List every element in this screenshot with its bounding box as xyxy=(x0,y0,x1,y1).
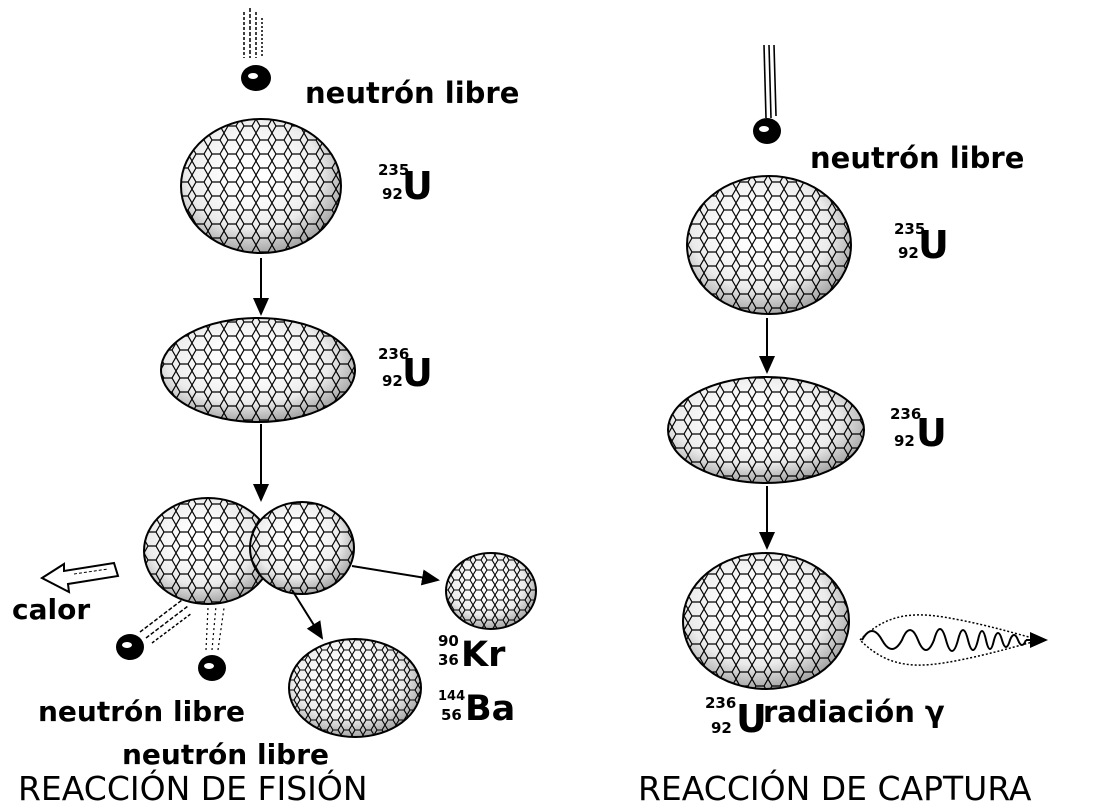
u235-atomic-number: 92 xyxy=(382,185,403,203)
fission-column: neutrón libre 235 92 U 236 92 U xyxy=(12,8,537,808)
capture-title: REACCIÓN DE CAPTURA xyxy=(638,768,1032,808)
splitting-nucleus xyxy=(143,497,355,605)
ejected-neutron-label-1: neutrón libre xyxy=(38,695,245,728)
incoming-neutron-streak xyxy=(243,8,263,58)
capture-u235-atomic-number: 92 xyxy=(898,244,919,262)
capture-u236b-mass-number: 236 xyxy=(705,694,736,712)
capture-u236-excited-isotope-label: 236 92 U xyxy=(890,405,947,455)
capture-u236-isotope-label: 236 92 U xyxy=(705,694,767,741)
heat-label: calor xyxy=(12,593,90,626)
capture-u235-mass-number: 235 xyxy=(894,220,925,238)
capture-u236a-atomic-number: 92 xyxy=(894,432,915,450)
u236-symbol: U xyxy=(402,351,433,395)
capture-incoming-neutron-label: neutrón libre xyxy=(810,141,1024,175)
fission-incoming-neutron-label: neutrón libre xyxy=(305,76,519,110)
fission-title: REACCIÓN DE FISIÓN xyxy=(18,768,368,808)
ejected-neutron-label-2: neutrón libre xyxy=(122,738,329,771)
capture-u236a-symbol: U xyxy=(916,411,947,455)
ejected-neutron-streak-1 xyxy=(139,599,193,644)
u235-symbol: U xyxy=(402,164,433,208)
capture-column: neutrón libre 235 92 U 236 92 U xyxy=(638,44,1048,808)
u236-atomic-number: 92 xyxy=(382,372,403,390)
kr-symbol: Kr xyxy=(461,635,506,675)
u236-nucleus xyxy=(160,317,356,423)
u236-mass-number: 236 xyxy=(378,345,409,363)
ejected-neutron-streak-2 xyxy=(205,605,225,651)
gamma-ray-wave-icon xyxy=(858,614,1048,666)
capture-u236-excited-nucleus xyxy=(667,376,865,484)
ba-mass-number: 144 xyxy=(438,689,465,704)
barium-isotope-label: 144 56 Ba xyxy=(438,689,515,729)
u235-mass-number: 235 xyxy=(378,161,409,179)
heat-arrow-icon xyxy=(39,561,120,594)
barium-nucleus xyxy=(288,638,422,738)
capture-u236b-symbol: U xyxy=(736,697,767,741)
krypton-nucleus xyxy=(445,552,537,630)
ba-atomic-number: 56 xyxy=(441,706,462,724)
capture-u235-symbol: U xyxy=(918,223,949,267)
u235-nucleus xyxy=(180,118,342,254)
capture-incoming-neutron-streak xyxy=(763,44,777,119)
capture-u236a-mass-number: 236 xyxy=(890,405,921,423)
gamma-radiation-label: radiación γ xyxy=(763,695,945,729)
kr-mass-number: 90 xyxy=(438,632,459,650)
kr-atomic-number: 36 xyxy=(438,651,459,669)
u236-isotope-label: 236 92 U xyxy=(378,345,433,395)
capture-u236b-atomic-number: 92 xyxy=(711,719,732,737)
capture-u235-nucleus xyxy=(686,175,852,315)
arrow-to-krypton xyxy=(351,565,440,586)
krypton-isotope-label: 90 36 Kr xyxy=(438,632,506,675)
arrow-to-barium xyxy=(291,589,324,640)
ba-symbol: Ba xyxy=(465,689,515,729)
u235-isotope-label: 235 92 U xyxy=(378,161,433,208)
capture-u236-nucleus xyxy=(682,552,850,690)
capture-u235-isotope-label: 235 92 U xyxy=(894,220,949,267)
